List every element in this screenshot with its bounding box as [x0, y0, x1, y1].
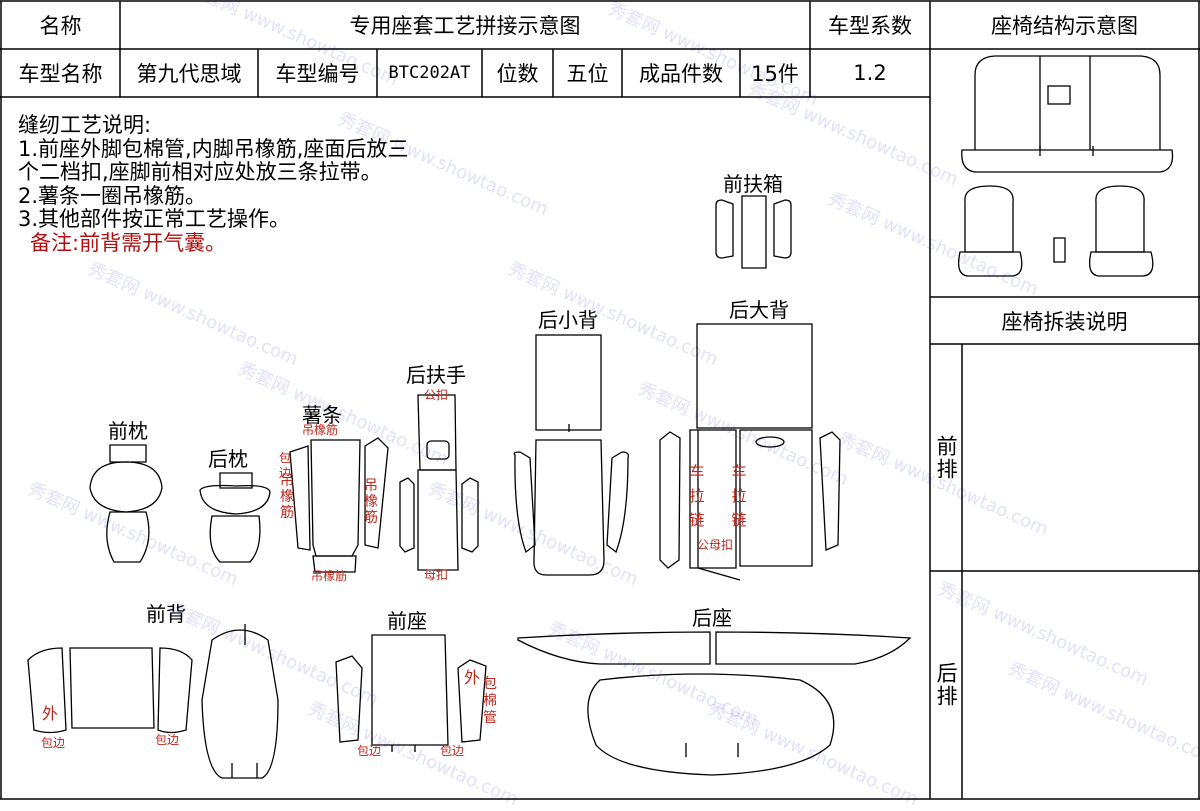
- label-chips: 薯条: [302, 403, 342, 427]
- pieces-value: 15件: [751, 62, 799, 86]
- code-label: 车型编号: [275, 62, 360, 86]
- note-chips-hang-rubber-top: 吊橡筋: [302, 423, 339, 437]
- name-label: 名称: [39, 14, 82, 38]
- label-front-pillow: 前枕: [108, 419, 148, 443]
- coef-label: 车型系数: [828, 14, 912, 38]
- note-zipper-right: 车拉链: [731, 463, 747, 529]
- notes-line-2: 2.薯条一圈吊橡筋。: [18, 183, 207, 208]
- label-front-seat: 前座: [387, 609, 427, 633]
- note-front-seat-outer: 外: [464, 668, 481, 687]
- rear-row-text: 后排: [934, 662, 959, 708]
- part-rear-armrest: [399, 394, 479, 571]
- code-value: BTC202AT: [388, 63, 471, 83]
- part-rear-seat: [517, 631, 912, 776]
- front-row-label: 前排: [930, 344, 962, 571]
- label-front-box: 前扶箱: [723, 172, 783, 196]
- model-label: 车型名称: [18, 62, 103, 86]
- note-front-back-outer: 外: [42, 704, 59, 723]
- note-chips-binding: 包边: [278, 451, 291, 480]
- model-value: 第九代思域: [136, 62, 242, 86]
- part-front-box: [715, 195, 792, 269]
- seat-structure-sketch: [957, 55, 1174, 277]
- note-chips-hang-rubber-right: 吊橡筋: [364, 478, 378, 526]
- note-front-seat-binding-left: 包边: [357, 744, 382, 758]
- coef-value: 1.2: [853, 61, 887, 85]
- rear-row-label: 后排: [930, 571, 962, 799]
- front-row-text: 前排: [934, 434, 959, 481]
- sewing-notes: 缝纫工艺说明: 1.前座外脚包棉管,内脚吊橡筋,座面后放三 个二档扣,座脚前相对…: [18, 113, 409, 255]
- note-chips-hang-rubber-left: 吊橡筋: [280, 473, 294, 521]
- part-rear-big-back: [659, 323, 841, 581]
- pieces-label: 成品件数: [639, 62, 723, 86]
- part-pillows: [89, 444, 271, 563]
- notes-line-1b: 个二档扣,座脚前相对应处放三条拉带。: [18, 160, 382, 184]
- label-rear-small-back: 后小背: [538, 308, 598, 332]
- part-front-back: [27, 624, 279, 779]
- disassembly-title: 座椅拆装说明: [1001, 309, 1128, 334]
- seats-label: 位数: [496, 62, 539, 86]
- notes-line-3: 3.其他部件按正常工艺操作。: [18, 207, 291, 231]
- part-rear-small-back: [513, 334, 630, 576]
- note-front-seat-wrap-cotton: 包棉管: [483, 676, 497, 726]
- label-front-back: 前背: [146, 602, 186, 626]
- structure-title: 座椅结构示意图: [991, 14, 1138, 38]
- note-front-seat-binding-right: 包边: [440, 744, 465, 758]
- notes-remark: 备注:前背需开气囊。: [30, 230, 227, 255]
- note-chips-hang-rubber-bottom: 吊橡筋: [311, 569, 348, 583]
- note-male-buckle: 公扣: [424, 388, 449, 402]
- label-rear-big-back: 后大背: [729, 298, 789, 322]
- label-rear-pillow: 后枕: [208, 447, 248, 471]
- note-front-back-binding-left: 包边: [41, 736, 66, 750]
- note-zipper-left: 车拉链: [689, 463, 705, 529]
- notes-line-1a: 1.前座外脚包棉管,内脚吊橡筋,座面后放三: [18, 136, 409, 161]
- part-front-seat: [335, 634, 487, 752]
- seats-value: 五位: [566, 62, 609, 86]
- label-rear-seat: 后座: [692, 606, 732, 630]
- note-zipper-buckle: 公母扣: [697, 538, 734, 552]
- note-female-buckle: 母扣: [424, 568, 449, 582]
- label-rear-armrest: 后扶手: [406, 363, 466, 387]
- page-title: 专用座套工艺拼接示意图: [349, 14, 581, 38]
- part-chips: [289, 437, 389, 573]
- notes-heading: 缝纫工艺说明:: [18, 113, 152, 137]
- note-front-back-binding-right: 包边: [155, 733, 180, 747]
